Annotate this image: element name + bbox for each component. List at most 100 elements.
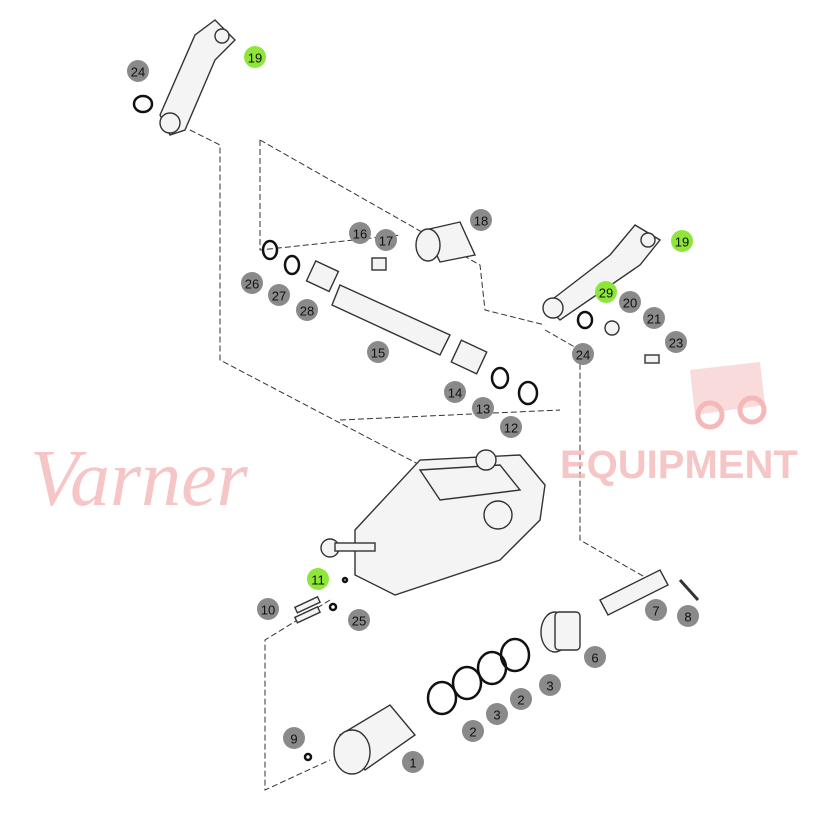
callout-label: 27: [272, 289, 286, 304]
callout-badge: [268, 284, 290, 306]
callout-10: 10: [257, 598, 279, 620]
callout-badge: [677, 605, 699, 627]
callout-label: 18: [474, 214, 488, 229]
callout-2: 2: [510, 688, 532, 710]
callout-25: 25: [348, 609, 370, 631]
lift-arm-right: [542, 224, 662, 364]
callout-label: 11: [311, 573, 325, 588]
callout-12: 12: [500, 416, 522, 438]
callout-badge: [349, 222, 371, 244]
callout-label: 23: [669, 336, 683, 351]
callout-label: 24: [576, 348, 590, 363]
callout-badge: [645, 599, 667, 621]
callout-13: 13: [472, 397, 494, 419]
callout-7: 7: [645, 599, 667, 621]
callout-15: 15: [367, 341, 389, 363]
callout-label: 28: [300, 304, 314, 319]
callout-label: 7: [652, 604, 659, 619]
callout-3: 3: [539, 674, 561, 696]
callout-badge: [619, 291, 641, 313]
callout-badge: [402, 751, 424, 773]
callout-badge: [595, 281, 617, 303]
callout-label: 17: [379, 234, 393, 249]
callout-16: 16: [349, 222, 371, 244]
callout-label: 19: [675, 235, 689, 250]
callout-label: 15: [371, 346, 385, 361]
callout-9: 9: [283, 727, 305, 749]
callout-label: 24: [131, 65, 145, 80]
callout-label: 2: [469, 725, 476, 740]
valve-housing: [320, 449, 546, 596]
callout-3: 3: [486, 703, 508, 725]
callout-badge: [348, 609, 370, 631]
callout-1: 1: [402, 751, 424, 773]
callout-badge: [241, 272, 263, 294]
callout-18: 18: [470, 209, 492, 231]
callout-26: 26: [241, 272, 263, 294]
callout-label: 1: [409, 756, 416, 771]
callout-24: 24: [572, 343, 594, 365]
callout-label: 10: [261, 603, 275, 618]
callout-badge: [462, 720, 484, 742]
callout-badge: [472, 397, 494, 419]
callout-badge: [444, 381, 466, 403]
callout-label: 12: [504, 421, 518, 436]
callout-label: 19: [248, 51, 262, 66]
callout-label: 9: [290, 732, 297, 747]
callout-badge: [510, 688, 532, 710]
callout-badge: [486, 703, 508, 725]
callout-badge: [665, 331, 687, 353]
piston-assembly: [303, 569, 700, 775]
callout-8: 8: [677, 605, 699, 627]
callout-badge: [539, 674, 561, 696]
callout-badge: [296, 299, 318, 321]
callout-2: 2: [462, 720, 484, 742]
watermark-block-word: EQUIPMENT: [560, 443, 798, 487]
callout-badge: [671, 230, 693, 252]
callout-badge: [500, 416, 522, 438]
callout-20: 20: [619, 291, 641, 313]
callout-11: 11: [307, 568, 329, 590]
callout-14: 14: [444, 381, 466, 403]
callout-23: 23: [665, 331, 687, 353]
callout-label: 29: [599, 286, 613, 301]
callout-badge: [307, 568, 329, 590]
callout-badge: [572, 343, 594, 365]
callout-29: 29: [595, 281, 617, 303]
lift-arm-left: [132, 19, 236, 136]
callout-label: 3: [493, 708, 500, 723]
cross-shaft: [261, 239, 539, 406]
callout-badge: [584, 646, 606, 668]
callout-label: 26: [245, 277, 259, 292]
callout-label: 6: [591, 651, 598, 666]
callout-19: 19: [244, 46, 266, 68]
lever-arm: [415, 221, 477, 263]
callout-badge: [367, 341, 389, 363]
watermark: Varner EQUIPMENT: [30, 362, 798, 523]
callout-badge: [643, 307, 665, 329]
watermark-script-word: Varner: [30, 435, 249, 523]
callout-label: 25: [352, 614, 366, 629]
callout-badge: [257, 598, 279, 620]
callout-21: 21: [643, 307, 665, 329]
callout-19: 19: [671, 230, 693, 252]
callout-label: 14: [448, 386, 462, 401]
callout-label: 8: [684, 610, 691, 625]
callout-6: 6: [584, 646, 606, 668]
callout-badge: [375, 229, 397, 251]
bolts: [293, 576, 349, 624]
callout-label: 16: [353, 227, 367, 242]
callout-28: 28: [296, 299, 318, 321]
callout-badge: [283, 727, 305, 749]
callout-badge: [127, 60, 149, 82]
callout-27: 27: [268, 284, 290, 306]
callout-badge: [244, 46, 266, 68]
callout-label: 3: [546, 679, 553, 694]
callout-24: 24: [127, 60, 149, 82]
callout-badge: [470, 209, 492, 231]
callout-label: 2: [517, 693, 524, 708]
callout-label: 13: [476, 402, 490, 417]
